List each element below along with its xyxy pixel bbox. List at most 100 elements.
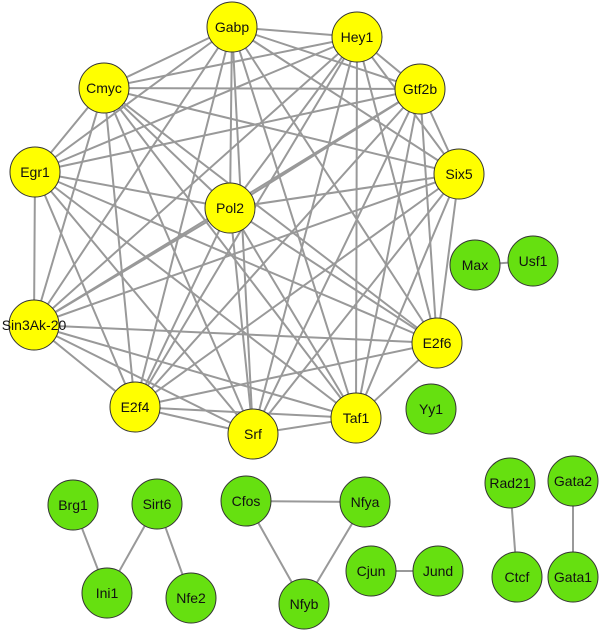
- node-circle: [412, 545, 464, 597]
- node-circle: [339, 476, 391, 528]
- edge-six5-e2f4: [134, 173, 460, 408]
- node-label: Pol2: [216, 200, 244, 216]
- edge-gabp-pol2: [229, 26, 233, 209]
- node-taf1[interactable]: Taf1: [330, 392, 382, 444]
- node-brg1[interactable]: Brg1: [47, 479, 99, 531]
- node-nfyb[interactable]: Nfyb: [278, 578, 330, 630]
- edge-six5-srf: [252, 173, 460, 435]
- edge-pol2-e2f6: [229, 207, 438, 344]
- node-e2f4[interactable]: E2f4: [109, 381, 161, 433]
- edge-gtf2b-e2f6: [419, 88, 438, 344]
- edge-gtf2b-taf1: [355, 88, 421, 419]
- node-circle: [449, 239, 501, 291]
- edge-pol2-taf1: [229, 207, 357, 419]
- node-circle: [491, 551, 543, 603]
- node-cfos[interactable]: Cfos: [220, 475, 272, 527]
- node-label: Yy1: [419, 401, 443, 417]
- edge-gabp-egr1: [34, 26, 233, 173]
- node-cjun[interactable]: Cjun: [345, 545, 397, 597]
- edges-layer: [33, 26, 574, 605]
- node-circle: [8, 299, 60, 351]
- node-gata2[interactable]: Gata2: [547, 455, 599, 507]
- edge-hey1-taf1: [355, 36, 358, 419]
- node-circle: [405, 383, 457, 435]
- node-circle: [9, 146, 61, 198]
- node-sirt6[interactable]: Sirt6: [131, 478, 183, 530]
- node-label: E2f6: [423, 335, 452, 351]
- node-ctcf[interactable]: Ctcf: [491, 551, 543, 603]
- edge-egr1-taf1: [34, 171, 357, 419]
- edge-pol2-sin3ak: [33, 207, 231, 326]
- node-circle: [278, 578, 330, 630]
- node-label: Egr1: [20, 164, 50, 180]
- node-label: Usf1: [519, 253, 548, 269]
- node-circle: [394, 63, 446, 115]
- node-circle: [345, 545, 397, 597]
- node-label: Sirt6: [143, 496, 172, 512]
- node-egr1[interactable]: Egr1: [9, 146, 61, 198]
- node-nfe2[interactable]: Nfe2: [165, 572, 217, 624]
- edge-gabp-six5: [231, 26, 460, 175]
- node-hey1[interactable]: Hey1: [331, 11, 383, 63]
- node-circle: [47, 479, 99, 531]
- edge-egr1-pol2: [34, 171, 231, 209]
- node-circle: [220, 475, 272, 527]
- node-sin3ak[interactable]: Sin3Ak-20: [2, 299, 67, 351]
- edge-six5-taf1: [355, 173, 460, 419]
- edge-sin3ak-srf: [33, 324, 254, 435]
- node-six5[interactable]: Six5: [433, 148, 485, 200]
- node-circle: [204, 182, 256, 234]
- node-gabp[interactable]: Gabp: [206, 1, 258, 53]
- node-nfya[interactable]: Nfya: [339, 476, 391, 528]
- node-circle: [131, 478, 183, 530]
- node-usf1[interactable]: Usf1: [507, 235, 559, 287]
- node-gata1[interactable]: Gata1: [547, 551, 599, 603]
- edge-hey1-srf: [252, 36, 358, 435]
- node-jund[interactable]: Jund: [412, 545, 464, 597]
- node-rad21[interactable]: Rad21: [484, 457, 536, 509]
- node-circle: [78, 62, 130, 114]
- node-label: Rad21: [489, 475, 530, 491]
- node-label: Max: [462, 257, 488, 273]
- node-label: Jund: [423, 563, 453, 579]
- edge-gtf2b-e2f4: [134, 88, 421, 408]
- node-ini1[interactable]: Ini1: [81, 567, 133, 619]
- node-e2f6[interactable]: E2f6: [411, 317, 463, 369]
- node-pol2[interactable]: Pol2: [204, 182, 256, 234]
- node-circle: [330, 392, 382, 444]
- edge-cmyc-six5: [103, 87, 460, 175]
- node-circle: [206, 1, 258, 53]
- node-circle: [81, 567, 133, 619]
- node-yy1[interactable]: Yy1: [405, 383, 457, 435]
- edge-hey1-cmyc: [103, 36, 358, 89]
- node-label: Nfyb: [290, 596, 319, 612]
- edge-cmyc-pol2: [103, 87, 231, 209]
- node-label: Ini1: [96, 585, 119, 601]
- node-max[interactable]: Max: [449, 239, 501, 291]
- node-label: Gabp: [215, 19, 249, 35]
- edge-gabp-e2f4: [134, 26, 233, 408]
- node-label: Gata2: [554, 473, 592, 489]
- edge-cmyc-e2f6: [103, 87, 438, 344]
- node-cmyc[interactable]: Cmyc: [78, 62, 130, 114]
- node-label: Ctcf: [505, 569, 530, 585]
- edge-gabp-taf1: [231, 26, 357, 419]
- edge-cmyc-taf1: [103, 87, 357, 419]
- node-label: Nfe2: [176, 590, 206, 606]
- edge-sin3ak-e2f6: [33, 324, 438, 344]
- edge-gabp-sin3ak: [33, 26, 233, 326]
- node-circle: [484, 457, 536, 509]
- edge-six5-sin3ak: [33, 173, 460, 326]
- node-label: Sin3Ak-20: [2, 317, 67, 333]
- node-srf[interactable]: Srf: [227, 408, 279, 460]
- node-circle: [433, 148, 485, 200]
- node-circle: [109, 381, 161, 433]
- edge-hey1-sin3ak: [33, 36, 358, 326]
- node-circle: [547, 551, 599, 603]
- node-circle: [547, 455, 599, 507]
- node-circle: [507, 235, 559, 287]
- node-gtf2b[interactable]: Gtf2b: [394, 63, 446, 115]
- edge-hey1-egr1: [34, 36, 358, 173]
- edge-hey1-pol2: [229, 36, 358, 209]
